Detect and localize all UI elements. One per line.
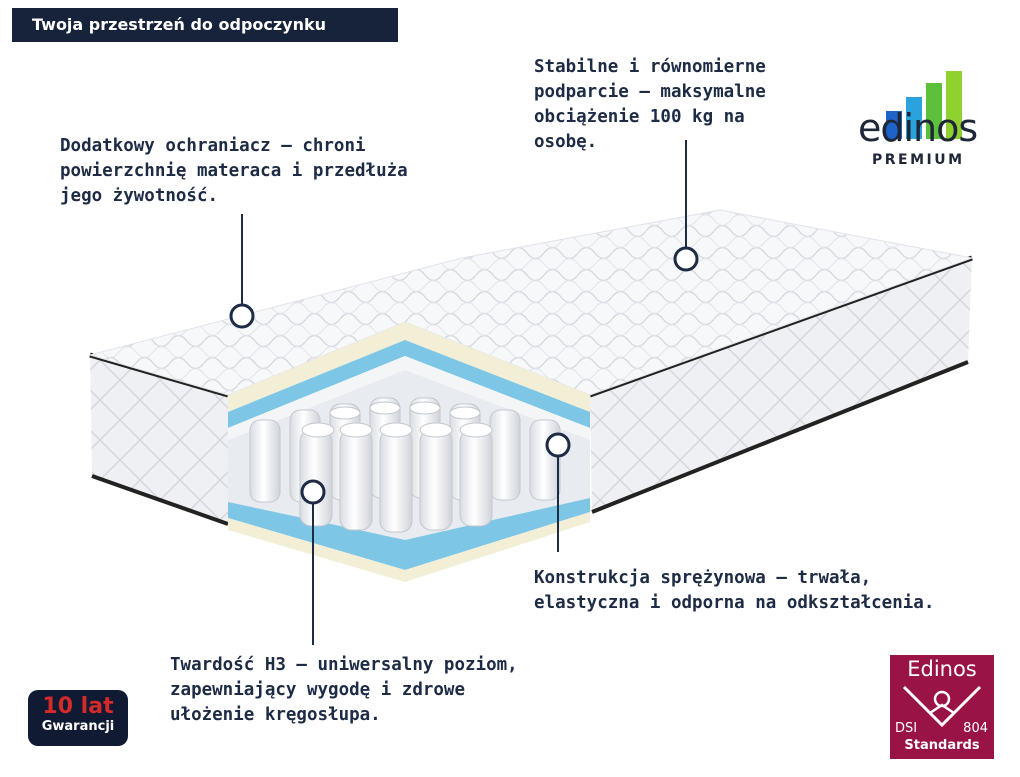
protector-line-2: powierzchnię materaca i przedłuża [60, 161, 408, 181]
logo-bar [946, 71, 962, 139]
firmness-marker[interactable] [300, 479, 326, 505]
support-line-2: podparcie — maksymalne [534, 82, 766, 102]
protector-callout: Dodatkowy ochraniacz — chroni powierzchn… [60, 134, 408, 209]
firmness-line-3: ułożenie kręgosłupa. [170, 705, 381, 725]
standards-dsi: DSI [895, 721, 918, 736]
springs-marker[interactable] [545, 432, 571, 458]
callout-lines [241, 140, 687, 645]
springs-line-2: elastyczna i odporna na odkształcenia. [534, 593, 935, 613]
standards-brand: Edinos [907, 657, 977, 681]
protector-line-3: jego żywotność. [60, 186, 219, 206]
logo-bar [886, 111, 902, 139]
logo-wordmark: edinos [858, 106, 978, 150]
firmness-line-1: Twardość H3 — uniwersalny poziom, [170, 655, 518, 675]
logo-bar [926, 83, 942, 139]
standards-badge: Edinos DSI 804 Standards [890, 655, 994, 759]
protector-marker[interactable] [229, 303, 255, 329]
title-banner: Twoja przestrzeń do odpoczynku [12, 8, 398, 42]
standards-label: Standards [904, 738, 980, 753]
firmness-callout: Twardość H3 — uniwersalny poziom, zapewn… [170, 653, 518, 728]
support-callout: Stabilne i równomierne podparcie — maksy… [534, 55, 766, 155]
logo-tagline: PREMIUM [872, 152, 965, 168]
standards-emblem-icon [902, 685, 982, 728]
support-marker[interactable] [673, 246, 699, 272]
protector-line-1: Dodatkowy ochraniacz — chroni [60, 136, 366, 156]
warranty-badge: 10 lat Gwarancji [28, 690, 128, 746]
support-line-4: osobę. [534, 132, 598, 152]
logo-bar [906, 97, 922, 139]
springs-callout: Konstrukcja sprężynowa — trwała, elastyc… [534, 566, 934, 616]
standards-number: 804 [963, 721, 988, 736]
warranty-label: Gwarancji [41, 719, 115, 734]
firmness-line-2: zapewniający wygodę i zdrowe [170, 680, 466, 700]
page-title: Twoja przestrzeń do odpoczynku [32, 15, 327, 34]
springs-line-1: Konstrukcja sprężynowa — trwała, [534, 568, 872, 588]
edinos-logo-icon [886, 71, 962, 139]
support-line-1: Stabilne i równomierne [534, 57, 766, 77]
support-line-3: obciążenie 100 kg na [534, 107, 745, 127]
warranty-years: 10 lat [42, 694, 114, 719]
